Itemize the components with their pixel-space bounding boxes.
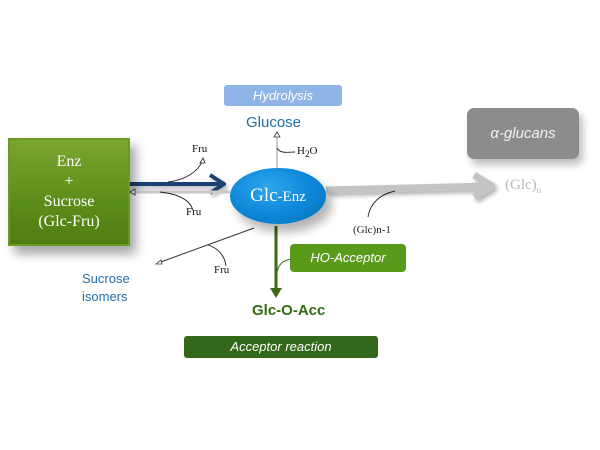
substrate-line-plus: + bbox=[64, 173, 74, 190]
glc-n-main: (Glc) bbox=[505, 177, 537, 193]
intermediate-enz: -Enz bbox=[277, 189, 306, 205]
isomers-line-1: Sucrose bbox=[82, 271, 130, 286]
fru-curve-2 bbox=[159, 191, 194, 211]
glc-n-formula: (Glc)n bbox=[505, 177, 541, 195]
glc-chain-reagent: (Glc)n-1 bbox=[353, 224, 391, 236]
acceptor-reaction-label: Acceptor reaction bbox=[184, 336, 378, 358]
enzyme-sucrose-box: Enz + Sucrose (Glc-Fru) bbox=[8, 138, 130, 246]
glc-chain-curve bbox=[367, 190, 396, 218]
isomers-line-2: isomers bbox=[82, 289, 128, 304]
fructose-label-3: Fru bbox=[214, 264, 230, 276]
fructose-label-2: Fru bbox=[186, 206, 202, 218]
sucrose-isomers-product: Sucrose isomers bbox=[82, 270, 130, 306]
water-curve bbox=[276, 147, 296, 153]
substrate-to-enzyme-arrow bbox=[128, 173, 226, 195]
hydrolysis-label: Hydrolysis bbox=[224, 85, 342, 106]
glc-o-acc-product: Glc-O-Acc bbox=[252, 302, 326, 319]
water-sub: 2 bbox=[304, 149, 310, 160]
glc-n-sub: n bbox=[536, 185, 542, 195]
glucose-product: Glucose bbox=[246, 114, 302, 131]
polymerization-arrow bbox=[325, 172, 496, 200]
intermediate-glc: Glc bbox=[250, 185, 278, 206]
fru-release-curve-1 bbox=[167, 159, 204, 183]
isomerization-arrowhead bbox=[154, 259, 163, 265]
glucosyl-enzyme-intermediate: Glc-Enz bbox=[230, 168, 326, 224]
ho-acceptor-box: HO-Acceptor bbox=[290, 244, 406, 272]
water-h: H bbox=[297, 145, 305, 157]
water-reagent: H2O bbox=[297, 145, 317, 159]
reverse-arrow-head bbox=[129, 188, 136, 196]
acceptor-arrowhead bbox=[270, 288, 282, 298]
fructose-label-1: Fru bbox=[192, 143, 208, 155]
fru-curve-3 bbox=[207, 244, 227, 267]
hydrolysis-arrowhead bbox=[273, 131, 281, 138]
fru-release-arrowhead-1 bbox=[199, 157, 206, 164]
alpha-glucans-box: α-glucans bbox=[467, 108, 579, 159]
water-o: O bbox=[309, 145, 318, 157]
substrate-line-sucrose: Sucrose bbox=[43, 193, 95, 210]
isomerization-arrow bbox=[157, 227, 255, 264]
substrate-line-enz: Enz bbox=[56, 153, 82, 170]
substrate-line-formula: (Glc-Fru) bbox=[38, 213, 100, 230]
